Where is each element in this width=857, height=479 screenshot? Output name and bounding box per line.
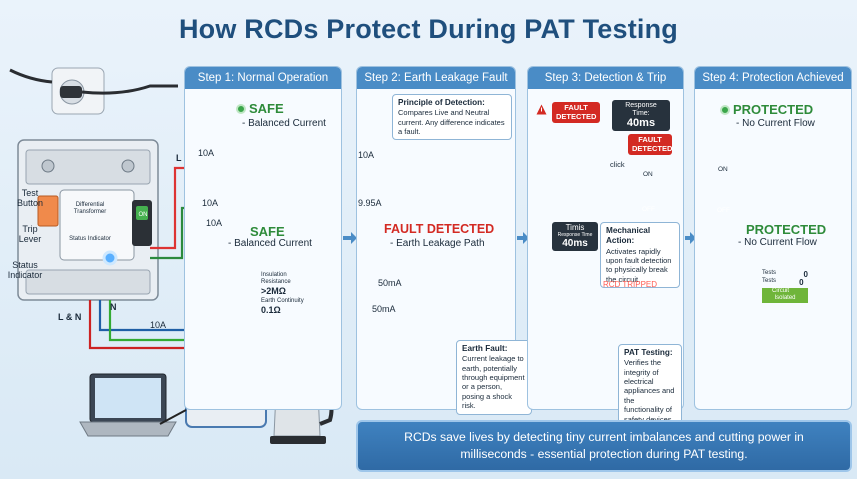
step4-meter-display: Tests 0 Tests 0 Circuit Isolated: [762, 270, 808, 304]
mechanical-action-callout: Mechanical Action: Activates rapidly upo…: [600, 222, 680, 288]
status-indicator-label: Status Indicator: [7, 260, 43, 281]
rcd-on-label: ON: [138, 212, 148, 218]
step1-meter-display: Insulation Resistance >2MΩ Earth Continu…: [261, 272, 304, 315]
step1-live-current: 10A: [198, 148, 215, 158]
step2-header: Step 2: Earth Leakage Fault: [357, 67, 515, 89]
status-indicator-small-label: Status Indicator: [69, 236, 111, 242]
principle-callout: Principle of Detection: Compares Live an…: [392, 94, 512, 141]
step2-sub: - Earth Leakage Path: [390, 238, 485, 249]
rcd-tripped-display: RCD TRIPPED: [602, 280, 658, 289]
step3-on-label: ON: [643, 171, 653, 178]
step2-live-current: 10A: [358, 150, 375, 160]
step1-status: SAFE: [236, 101, 284, 116]
step4-off-label: OFF: [717, 207, 730, 214]
step3-header: Step 3: Detection & Trip: [528, 67, 683, 89]
step1-status-2: SAFE: [250, 224, 285, 239]
step1-sub-2: - Balanced Current: [228, 238, 312, 249]
step1-neutral-current-1: 10A: [202, 198, 219, 208]
fault-detected-tag: FAULT DETECTED: [552, 102, 600, 124]
step1-panel: Step 1: Normal Operation: [184, 66, 342, 410]
step3-off-label: OFF: [642, 206, 655, 213]
leakage-current-2: 50mA: [372, 304, 396, 314]
step4-header: Step 4: Protection Achieved: [695, 67, 851, 89]
live-wire-label: L: [176, 153, 182, 163]
wall-socket-icon: [9, 67, 178, 115]
test-button-label: Test Button: [16, 188, 44, 209]
differential-transformer-label: Differential Transformer: [73, 202, 107, 215]
step2-status: FAULT DETECTED: [384, 222, 495, 236]
step4-status: PROTECTED: [720, 102, 813, 117]
laptop-icon: [79, 373, 177, 437]
warning-icon: [536, 104, 547, 115]
step4-panel: Step 4: Protection Achieved: [694, 66, 852, 410]
step1-neutral-current-2: 10A: [206, 218, 223, 228]
timer-box: Timis Response Time 40ms: [552, 222, 598, 252]
step1-header: Step 1: Normal Operation: [185, 67, 341, 89]
supply-current-label: 10A: [150, 320, 167, 330]
step2-neutral-current: 9.95A: [358, 198, 382, 208]
step1-sub: - Balanced Current: [242, 118, 326, 129]
step4-sub-2: - No Current Flow: [738, 237, 817, 248]
step4-sub: - No Current Flow: [736, 118, 815, 129]
safe-indicator-icon: [236, 104, 246, 114]
page-title: How RCDs Protect During PAT Testing: [178, 14, 678, 44]
live-neutral-label: L & N: [58, 312, 82, 322]
fault-detected-tag-2: FAULT DETECTED: [628, 134, 672, 156]
response-time-box: Response Time: 40ms: [612, 100, 670, 132]
earth-fault-callout: Earth Fault: Current leakage to earth, p…: [456, 340, 532, 415]
neutral-wire-label: N: [110, 302, 117, 312]
protected-indicator-icon: [720, 105, 730, 115]
trip-lever-label: Trip Lever: [18, 224, 42, 245]
leakage-current-1: 50mA: [378, 278, 402, 288]
summary-banner: RCDs save lives by detecting tiny curren…: [356, 420, 852, 472]
step4-on-label: ON: [718, 166, 728, 173]
step4-status-2: PROTECTED: [746, 222, 827, 237]
click-label: click: [610, 160, 625, 169]
rcd-device-illustration: [17, 139, 159, 301]
